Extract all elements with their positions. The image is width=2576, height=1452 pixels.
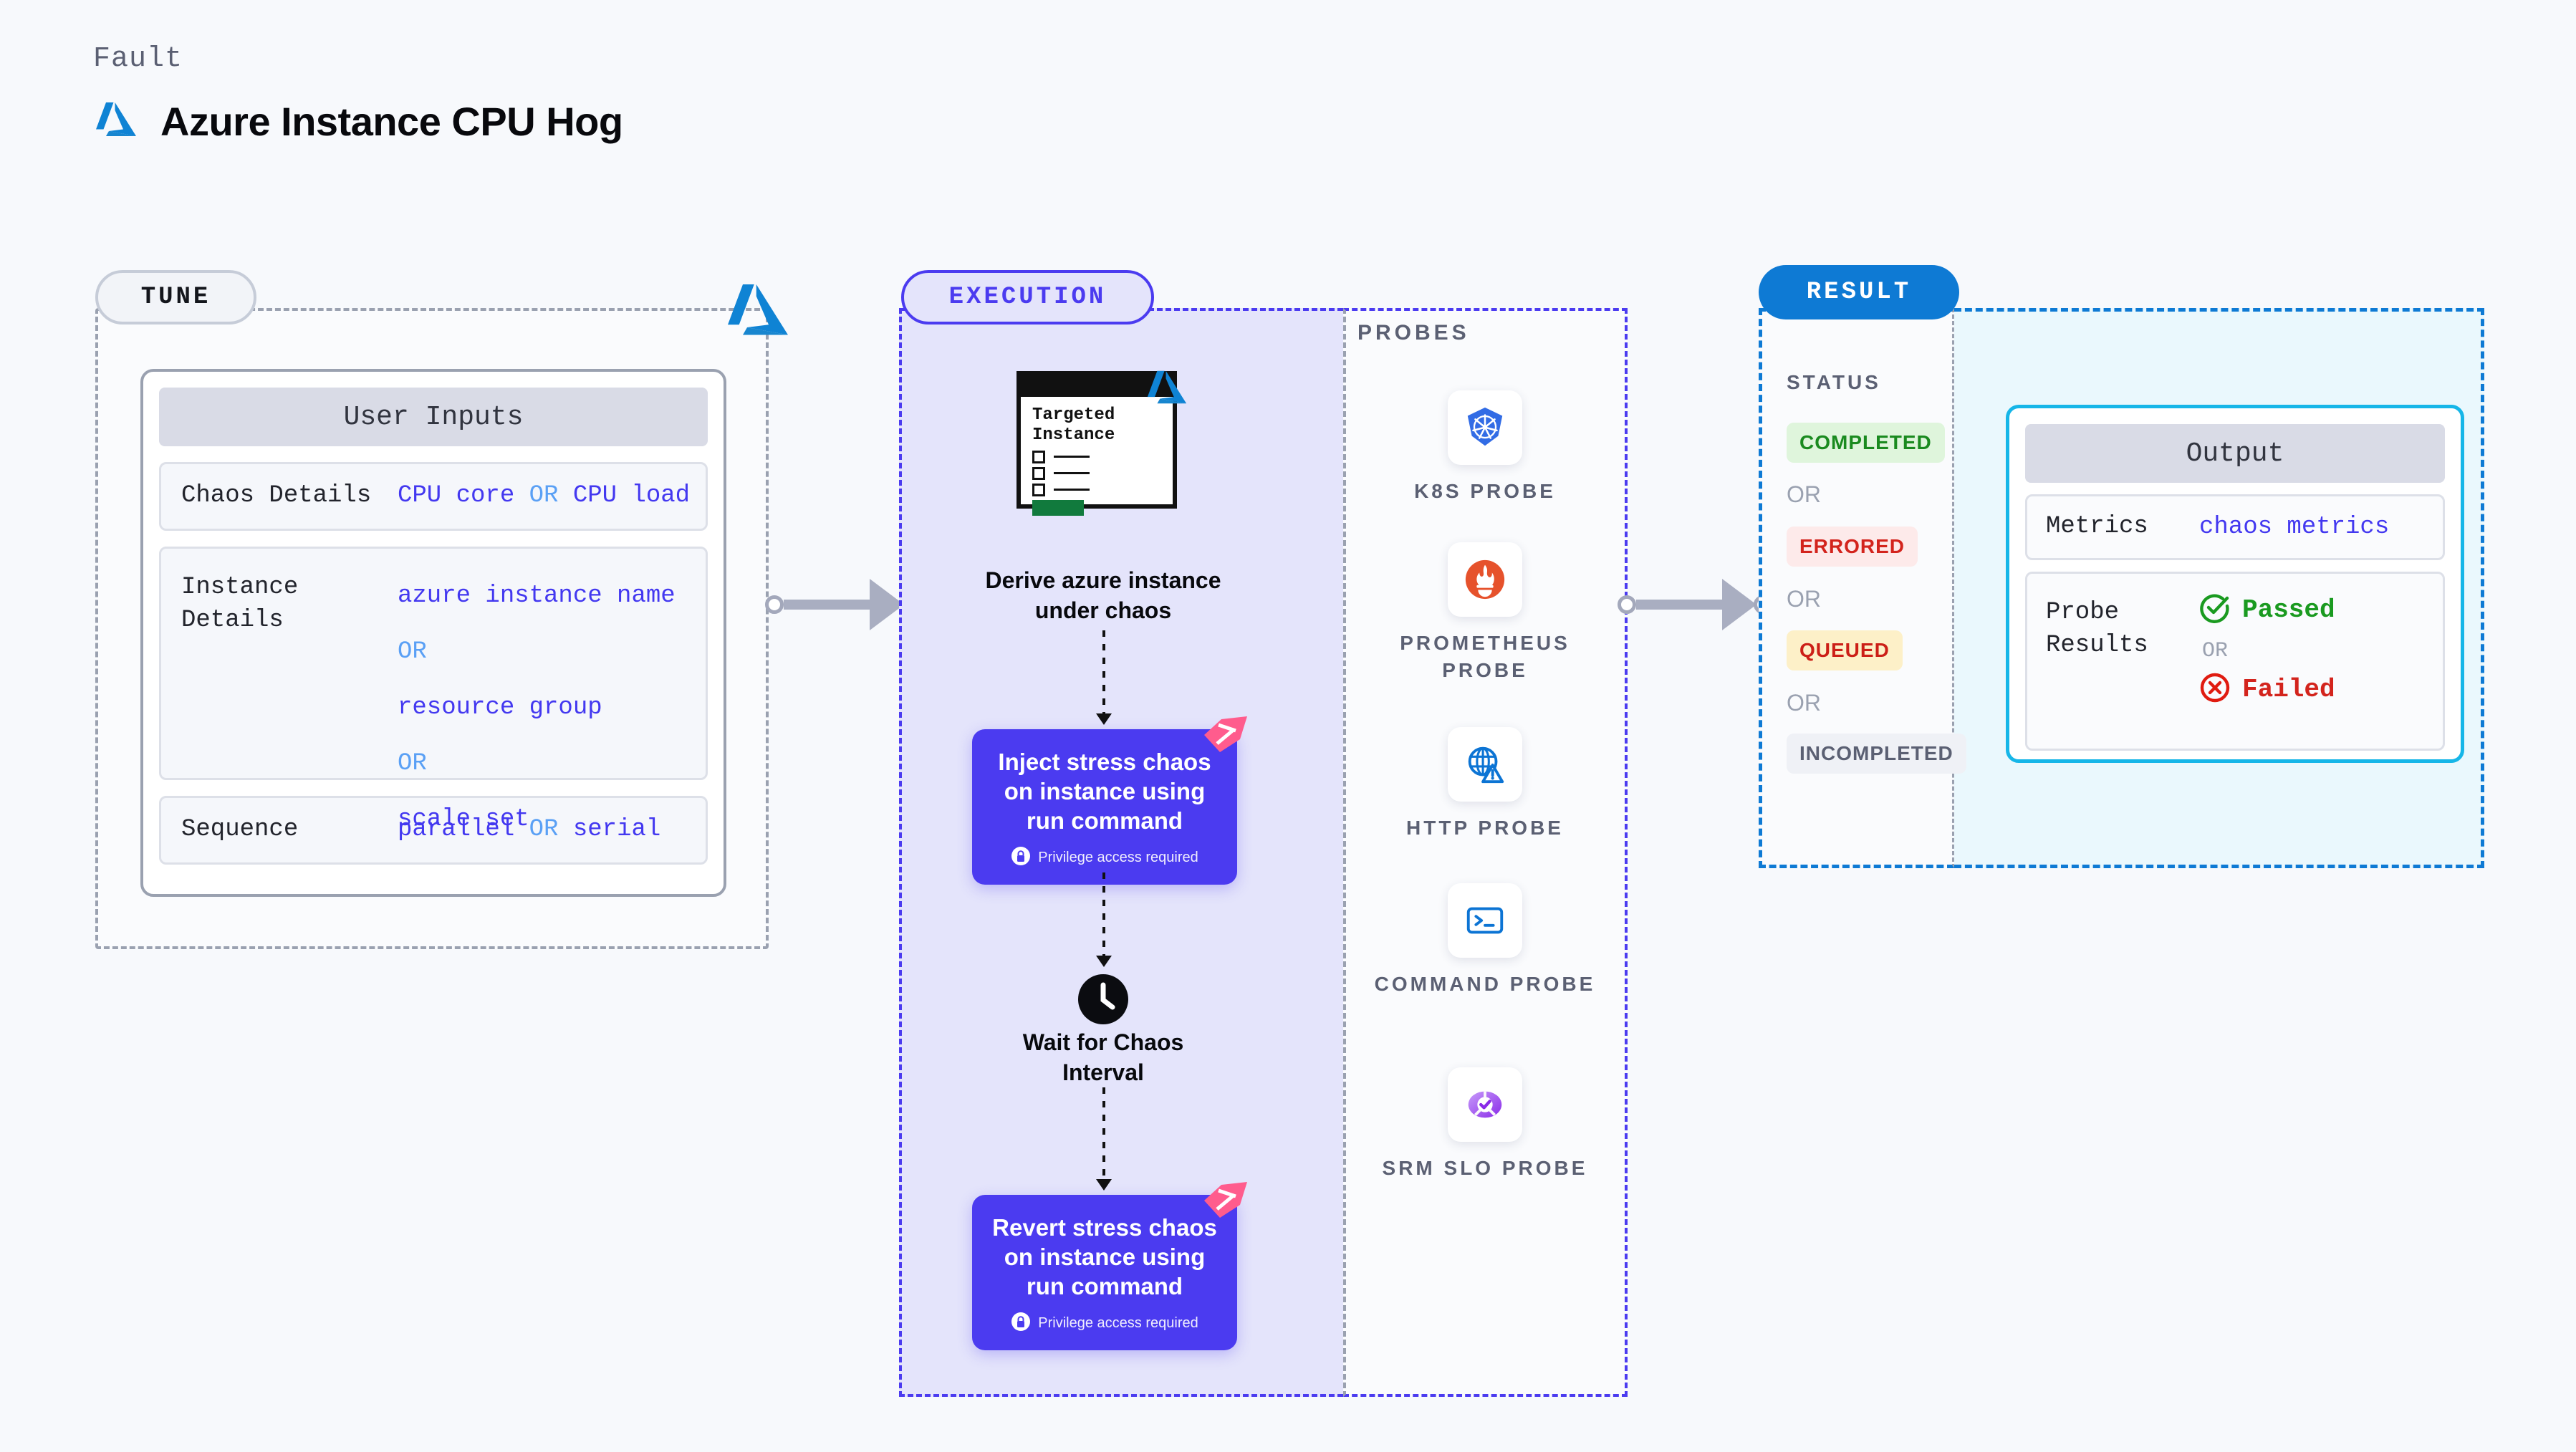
probe-results-label-line2: Results [2046,631,2148,659]
page-header: Fault Azure Instance CPU Hog [93,43,623,146]
wait-for-chaos-caption: Wait for Chaos Interval [1022,1029,1184,1085]
passed-label: Passed [2242,595,2335,625]
sequence-row: Sequence parallel OR serial [159,796,708,865]
user-inputs-title: User Inputs [159,388,708,446]
probe-results-row: Probe Results Passed OR [2025,572,2445,751]
flow-arrow-1 [1102,630,1105,715]
check-circle-icon [2199,592,2231,628]
metrics-row: Metrics chaos metrics [2025,494,2445,560]
doc-title-line1: Targeted [1032,405,1115,425]
result-panel-tag: RESULT [1759,265,1959,319]
flow-arrowhead-3 [1096,1179,1112,1191]
revert-stress-chaos-box[interactable]: Revert stress chaos on instance using ru… [972,1182,1247,1350]
lock-icon [1011,846,1031,870]
connector-tune-to-execution [765,579,920,630]
probes-label: PROBES [1357,321,1470,345]
metrics-value: chaos metrics [2199,514,2390,541]
prometheus-icon [1448,542,1522,617]
revert-privilege-note: Privilege access required [1038,1315,1198,1332]
probe-results-label-line1: Probe [2046,599,2120,626]
harness-logo-icon [1203,1181,1249,1222]
result-status-panel [1759,308,1954,868]
chaos-details-value-2: CPU load [572,482,691,510]
probe-item-k8s[interactable]: K8S PROBE [1367,390,1603,505]
probe-result-passed: Passed [2199,592,2335,628]
probe-label-prometheus: PROMETHEUS PROBE [1400,632,1570,681]
azure-logo-icon [724,276,792,345]
chaos-details-or: OR [529,482,559,510]
status-or-1: OR [1787,481,1821,507]
sequence-label: Sequence [181,816,299,844]
tune-panel-tag: TUNE [95,270,256,324]
instance-details-row: Instance Details azure instance name OR … [159,547,708,833]
status-badge-queued: QUEUED [1787,630,1903,670]
output-card-title: Output [2025,424,2445,483]
flow-arrowhead-2 [1096,956,1112,967]
flow-arrowhead-1 [1096,713,1112,725]
probe-item-prometheus[interactable]: PROMETHEUS PROBE [1367,542,1603,684]
status-badge-completed: COMPLETED [1787,423,1945,463]
azure-logo-icon [1145,365,1189,413]
user-inputs-card: User Inputs Chaos Details CPU core OR CP… [140,369,726,897]
azure-logo-icon [93,97,139,146]
status-label: STATUS [1787,371,1881,393]
fault-eyebrow-label: Fault [93,43,183,75]
probe-label-k8s: K8S PROBE [1414,480,1556,502]
probe-item-command[interactable]: COMMAND PROBE [1367,883,1603,998]
lock-icon [1011,1312,1031,1336]
probes-panel [1343,308,1628,1397]
derive-instance-caption: Derive azure instance under chaos [985,567,1221,623]
status-or-2: OR [1787,586,1821,612]
srm-slo-icon [1448,1067,1522,1142]
page-title: Azure Instance CPU Hog [160,99,623,144]
flow-arrow-3 [1102,1087,1105,1181]
output-card: Output Metrics chaos metrics Probe Resul… [2006,405,2464,763]
chaos-details-value-1: CPU core [398,482,515,510]
sequence-value-2: serial [572,816,661,844]
instance-details-value-1: azure instance name [398,582,676,610]
instance-details-value-2: resource group [398,693,602,721]
instance-details-or-2: OR [398,749,427,777]
connector-dot-left [765,595,784,614]
flow-arrow-2 [1102,872,1105,957]
terminal-icon [1448,883,1522,958]
chaos-details-row: Chaos Details CPU core OR CPU load [159,462,708,531]
doc-title-line2: Instance [1032,425,1115,446]
probe-label-http: HTTP PROBE [1406,817,1564,839]
revert-box-title: Revert stress chaos on instance using ru… [992,1214,1217,1299]
connector-line [784,600,870,610]
sequence-or: OR [529,816,559,844]
probe-result-failed: Failed [2199,672,2335,707]
instance-details-value-3: scale set [398,805,529,833]
probe-item-srm-slo[interactable]: SRM SLO PROBE [1367,1067,1603,1182]
failed-label: Failed [2242,675,2335,704]
status-badge-incompleted: INCOMPLETED [1787,734,1966,774]
connector-arrowhead [1722,579,1756,630]
execution-panel-tag: EXECUTION [901,270,1154,324]
http-globe-warning-icon [1448,727,1522,802]
connector-arrowhead [870,579,904,630]
instance-details-label-line1: Instance [181,574,299,601]
kubernetes-icon [1448,390,1522,465]
probe-label-command: COMMAND PROBE [1374,973,1596,995]
inject-box-title: Inject stress chaos on instance using ru… [998,749,1211,834]
instance-details-label-line2: Details [181,606,284,634]
connector-execution-to-result [1618,579,1772,630]
sequence-value-1: parallel [398,816,515,844]
connector-line [1636,600,1722,610]
probe-label-srm-slo: SRM SLO PROBE [1382,1157,1588,1179]
inject-privilege-note: Privilege access required [1038,850,1198,866]
probe-item-http[interactable]: HTTP PROBE [1367,727,1603,842]
harness-logo-icon [1203,715,1249,756]
status-badge-errored: ERRORED [1787,527,1918,567]
x-circle-icon [2199,672,2231,707]
probe-result-or: OR [2202,639,2229,663]
instance-details-or-1: OR [398,638,427,665]
inject-stress-chaos-box[interactable]: Inject stress chaos on instance using ru… [972,716,1247,885]
metrics-label: Metrics [2046,513,2148,541]
chaos-details-label: Chaos Details [181,482,372,510]
clock-icon [1077,973,1130,1029]
connector-dot-left [1618,595,1636,614]
status-or-3: OR [1787,690,1821,716]
